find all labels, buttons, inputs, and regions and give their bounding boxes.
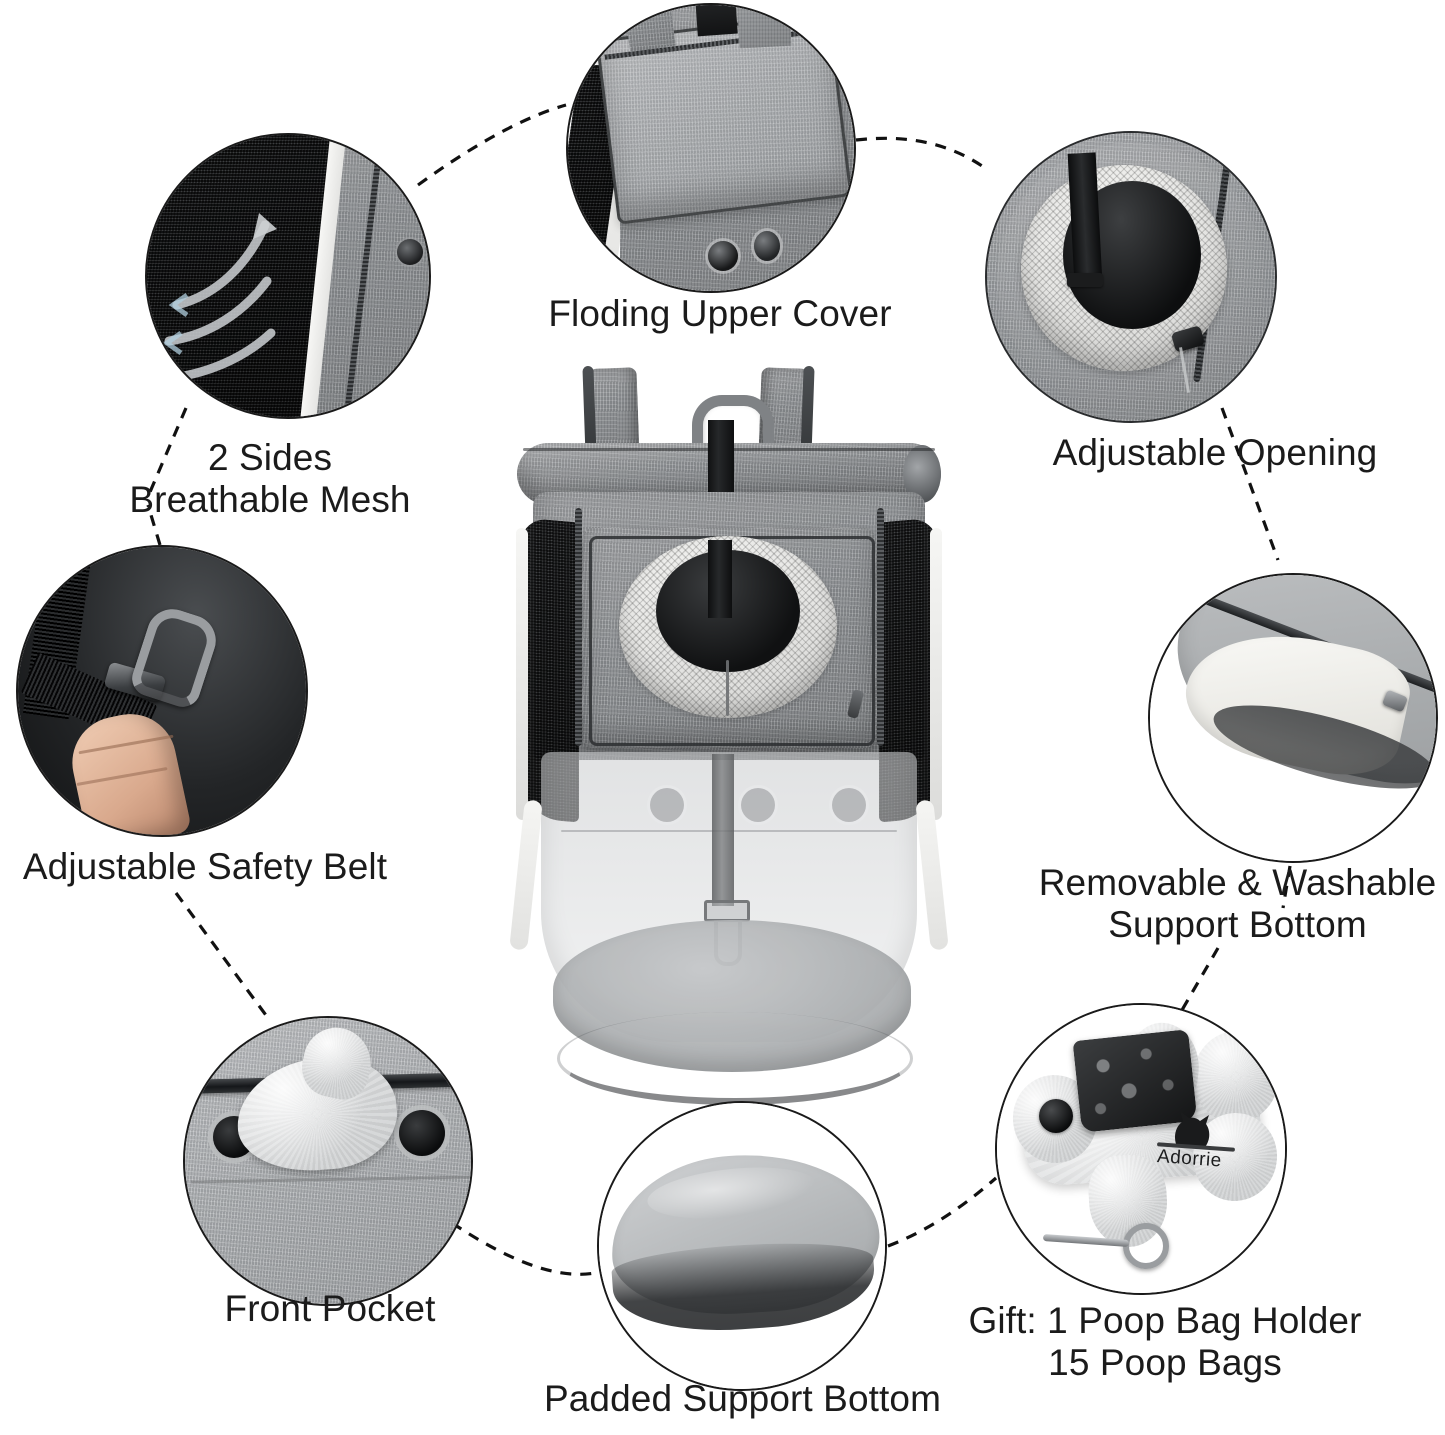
cover-strap-right: [736, 5, 792, 49]
grommet-icon-right: [399, 1110, 445, 1156]
callout-label-folding-upper-cover: Floding Upper Cover: [548, 293, 892, 334]
callout-circle-adjustable-safety-belt: [16, 545, 308, 837]
carabiner-ring-icon: [1123, 1223, 1169, 1269]
callout-circle-removable-washable: [1148, 573, 1438, 863]
vent-hole-2: [738, 785, 778, 825]
airflow-arrows-icon: [156, 213, 277, 394]
callout-label-breathable-mesh: 2 Sides Breathable Mesh: [129, 437, 411, 521]
connector-opening-tick: [1220, 407, 1280, 561]
connector-cover-to-opening: [855, 136, 986, 170]
callout-circle-adjustable-opening: [985, 131, 1277, 423]
vent-hole-1: [647, 785, 687, 825]
connector-washable-to-gift: [1180, 947, 1220, 1011]
callout-label-adjustable-safety-belt: Adjustable Safety Belt: [22, 846, 388, 887]
safety-strap-slider: [704, 900, 750, 922]
center-strap-through-opening: [708, 540, 732, 618]
bottom-trim-left: [509, 799, 543, 951]
bottom-trim-right: [915, 799, 949, 951]
snap-button-icon[interactable]: [1039, 1099, 1073, 1133]
connector-padded-to-gift: [887, 1176, 998, 1248]
cover-strap-left: [622, 5, 676, 52]
callout-circle-folding-upper-cover: [566, 3, 856, 293]
connector-mesh-to-cover: [417, 103, 567, 187]
connector-belt-to-pocket: [174, 892, 270, 1019]
callout-circle-breathable-mesh: [145, 133, 431, 419]
side-trim-white-right: [930, 527, 942, 821]
cover-strap-black: [694, 5, 738, 37]
grommet-icon-right: [754, 231, 780, 261]
side-trim-white-left: [516, 527, 528, 821]
vent-hole-3: [829, 785, 869, 825]
bottom-shadow-arc: [557, 1012, 913, 1105]
connector-pocket-to-padded: [451, 1221, 601, 1276]
product-image-pet-carrier-backpack: [505, 360, 965, 1120]
brand-cat-icon: [1163, 1109, 1219, 1149]
callout-circle-padded-support-bottom: [597, 1101, 887, 1391]
safety-strap-vertical: [712, 754, 734, 906]
callout-label-gift-poop-bag-holder: Gift: 1 Poop Bag Holder 15 Poop Bags: [968, 1300, 1362, 1384]
zipper-left-vertical: [575, 508, 582, 746]
callout-label-padded-support-bottom: Padded Support Bottom: [543, 1378, 942, 1419]
grommet-icon: [397, 239, 423, 265]
callout-label-removable-washable: Removable & Washable Support Bottom: [1038, 862, 1437, 946]
top-grab-handle: [692, 395, 774, 452]
grommet-icon-left: [708, 241, 738, 271]
zipper-right-vertical: [877, 508, 884, 746]
head-opening-seam: [726, 660, 729, 716]
callout-circle-front-pocket: [183, 1016, 473, 1306]
callout-circle-gift-poop-bag-holder: Adorrie: [995, 1003, 1287, 1295]
callout-label-front-pocket: Front Pocket: [224, 1288, 436, 1329]
callout-label-adjustable-opening: Adjustable Opening: [1052, 432, 1378, 473]
opening-strap-buckle: [1067, 273, 1103, 287]
